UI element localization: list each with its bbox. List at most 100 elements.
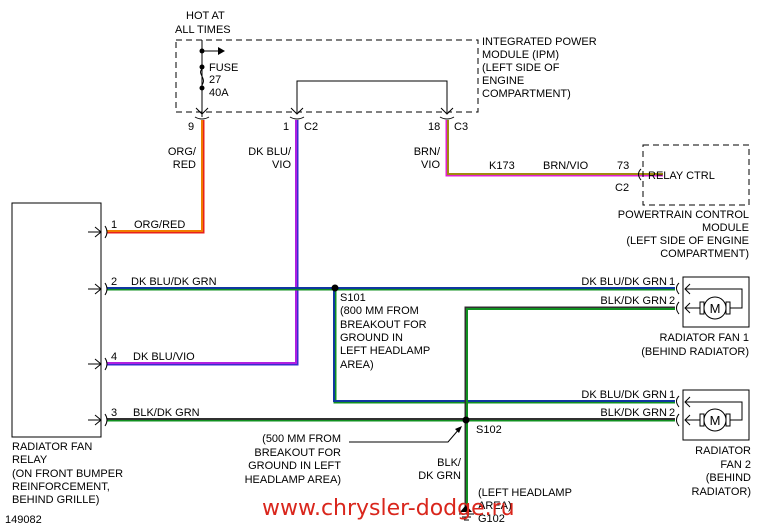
wire-org-red-base xyxy=(107,120,205,234)
ground-wire-label: DK GRN xyxy=(418,470,461,482)
motor-brush xyxy=(699,413,705,427)
ipm-internal-jumper xyxy=(296,80,448,111)
ground-name: G102 xyxy=(478,513,505,525)
fuse-label: FUSE xyxy=(209,62,238,74)
feed-arrow-icon xyxy=(218,47,225,55)
pcm-connector: C2 xyxy=(615,182,629,194)
ipm-connector-c2: C2 xyxy=(304,121,318,133)
motor-brush xyxy=(725,413,731,427)
ipm-connector-c3: C3 xyxy=(454,121,468,133)
ground-location: (LEFT HEADLAMP xyxy=(478,487,572,499)
pcm-name-line: MODULE xyxy=(702,222,749,234)
figure-id: 149082 xyxy=(5,514,42,526)
connector-cup-icon xyxy=(104,357,108,371)
relay-pin-number: 1 xyxy=(111,219,117,231)
splice-dot xyxy=(331,284,339,292)
splice-s102-note: (500 MM FROM xyxy=(262,433,341,445)
wire-label-vio: VIO xyxy=(272,159,291,171)
ipm-name-line: ENGINE xyxy=(482,75,524,87)
pin-arrow-icon xyxy=(88,283,102,295)
relay-pin-wire: ORG/RED xyxy=(134,219,185,231)
fan1-pin1-wire: DK BLU/DK GRN xyxy=(581,276,667,288)
connector-cup-icon xyxy=(676,395,680,408)
ipm-dashed-box xyxy=(175,39,479,113)
splice-s102: S102 (500 MM FROM BREAKOUT FOR GROUND IN… xyxy=(245,416,502,486)
connector-cup-icon xyxy=(638,168,642,181)
pcm-circuit-id: K173 xyxy=(489,160,515,172)
splice-s102-note: GROUND IN LEFT xyxy=(248,460,341,472)
ipm-pin-18: 18 xyxy=(428,121,440,133)
pcm-wire-color: BRN/VIO xyxy=(543,160,589,172)
fan2-name-line: FAN 2 xyxy=(720,459,751,471)
motor-symbol: M xyxy=(710,301,721,316)
radiator-fan-2: DK BLU/DK GRN 1 BLK/DK GRN 2 M RADIATOR … xyxy=(581,389,751,498)
relay-pin-2: 2 DK BLU/DK GRN xyxy=(88,276,217,296)
relay-pin-wire: BLK/DK GRN xyxy=(133,407,200,419)
wire-brn-vio-stripe xyxy=(447,120,663,175)
pin-arrow-icon xyxy=(88,414,102,426)
relay-pin-4: 4 DK BLU/VIO xyxy=(88,351,195,371)
connector-cup-icon xyxy=(104,282,108,296)
splice-s102-leader xyxy=(349,427,461,443)
pcm-module: K173 BRN/VIO 73 C2 RELAY CTRL POWERTRAIN… xyxy=(489,144,750,260)
splice-s101-name: S101 xyxy=(340,292,366,304)
splice-s102-note: HEADLAMP AREA) xyxy=(245,474,341,486)
wire-label-vio: VIO xyxy=(421,159,440,171)
wire-dk-blu-vio-stripe xyxy=(107,120,297,364)
ground-wire-label: BLK/ xyxy=(437,457,462,469)
motor-symbol: M xyxy=(710,413,721,428)
leader-arrow-icon xyxy=(455,426,462,433)
fan2-pin1-wire: DK BLU/DK GRN xyxy=(581,389,667,401)
splice-s101-note: GROUND IN xyxy=(340,332,403,344)
pin-arrow-icon xyxy=(195,107,209,115)
fan1-box xyxy=(682,276,750,328)
radiator-fan-1: DK BLU/DK GRN 1 BLK/DK GRN 2 M RADIATOR … xyxy=(581,276,750,358)
ipm-name-line: MODULE (IPM) xyxy=(482,49,559,61)
motor-brush xyxy=(699,301,705,315)
wire-org-red xyxy=(107,120,205,234)
fan2-internal-wire xyxy=(684,414,700,426)
fan1-pin1: 1 xyxy=(669,276,675,288)
motor-icon xyxy=(703,296,727,320)
ipm-name-line: (LEFT SIDE OF xyxy=(482,62,560,74)
connector-cup-icon xyxy=(676,301,680,315)
pin-arrow-icon xyxy=(88,226,102,238)
relay-pin-1: 1 ORG/RED xyxy=(88,219,185,239)
splice-s101-note: BREAKOUT FOR xyxy=(340,319,427,331)
connector-cup-icon xyxy=(676,282,680,295)
splice-s101-note: (800 MM FROM xyxy=(340,305,419,317)
pcm-dashed-box xyxy=(642,144,750,206)
ground-location: AREA) xyxy=(478,500,512,512)
pcm-name-line: COMPARTMENT) xyxy=(660,248,749,260)
fuse-node-bottom xyxy=(199,85,205,91)
ipm-name-line: INTEGRATED POWER xyxy=(482,36,597,48)
pin-arrow-icon xyxy=(88,358,102,370)
wire-org-red-stripe xyxy=(107,120,203,232)
fuse-number: 27 xyxy=(209,74,221,86)
pcm-name-line: (LEFT SIDE OF ENGINE xyxy=(626,235,749,247)
splice-s101-note: LEFT HEADLAMP xyxy=(340,345,430,357)
fan1-name-line: (BEHIND RADIATOR) xyxy=(641,346,749,358)
wire-label-org: ORG/ xyxy=(168,146,197,158)
wire-dk-blu-dk-grn xyxy=(107,287,675,404)
fan2-internal-wire xyxy=(684,396,743,421)
radiator-fan-relay: 1 ORG/RED 2 DK BLU/DK GRN 4 DK BLU/VIO 3… xyxy=(11,202,217,506)
fan1-pin2: 2 xyxy=(669,295,675,307)
splice-s101: S101 (800 MM FROM BREAKOUT FOR GROUND IN… xyxy=(331,284,430,371)
relay-pin-wire: DK BLU/DK GRN xyxy=(131,276,217,288)
relay-name-line: RADIATOR FAN xyxy=(12,441,92,453)
relay-name-line: REINFORCEMENT, xyxy=(12,481,110,493)
splice-dot xyxy=(462,416,470,424)
fan2-name-line: RADIATOR) xyxy=(692,486,752,498)
ipm-module: HOT AT ALL TIMES FUSE 27 40A 9 1 C2 18 C… xyxy=(175,10,597,133)
ground-g102: (LEFT HEADLAMP AREA) G102 xyxy=(459,487,572,525)
connector-cup-icon xyxy=(194,116,210,120)
wire-brn-vio xyxy=(445,120,663,177)
relay-name-line: RELAY xyxy=(12,454,48,466)
connector-cup-icon xyxy=(104,413,108,427)
watermark: www.chrysler-dodge.ru xyxy=(262,496,515,521)
connector-cup-icon xyxy=(104,225,108,239)
fan2-box xyxy=(682,389,750,441)
connector-cup-icon xyxy=(289,116,305,120)
